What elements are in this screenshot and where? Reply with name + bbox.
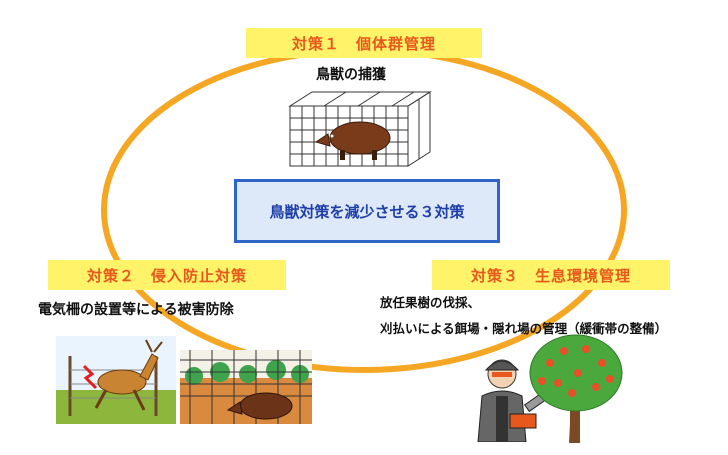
animal-cage-trap-icon <box>286 88 434 170</box>
measure2-title: 対策２ 侵入防止対策 <box>48 260 286 290</box>
fruit-tree-icon <box>528 333 628 443</box>
measure2-caption: 電気柵の設置等による被害防除 <box>38 299 234 319</box>
boar-fenced-field-icon <box>180 350 312 424</box>
measure3-title: 対策３ 生息環境管理 <box>432 260 670 290</box>
measure1-caption: 鳥獣の捕獲 <box>316 64 386 84</box>
measure1-title: 対策１ 個体群管理 <box>246 28 482 58</box>
measure3-line-1: 放任果樹の伐採、 <box>380 290 480 316</box>
center-goal-box: 鳥獣対策を減少させる３対策 <box>234 179 500 243</box>
deer-electric-fence-icon <box>56 336 176 424</box>
